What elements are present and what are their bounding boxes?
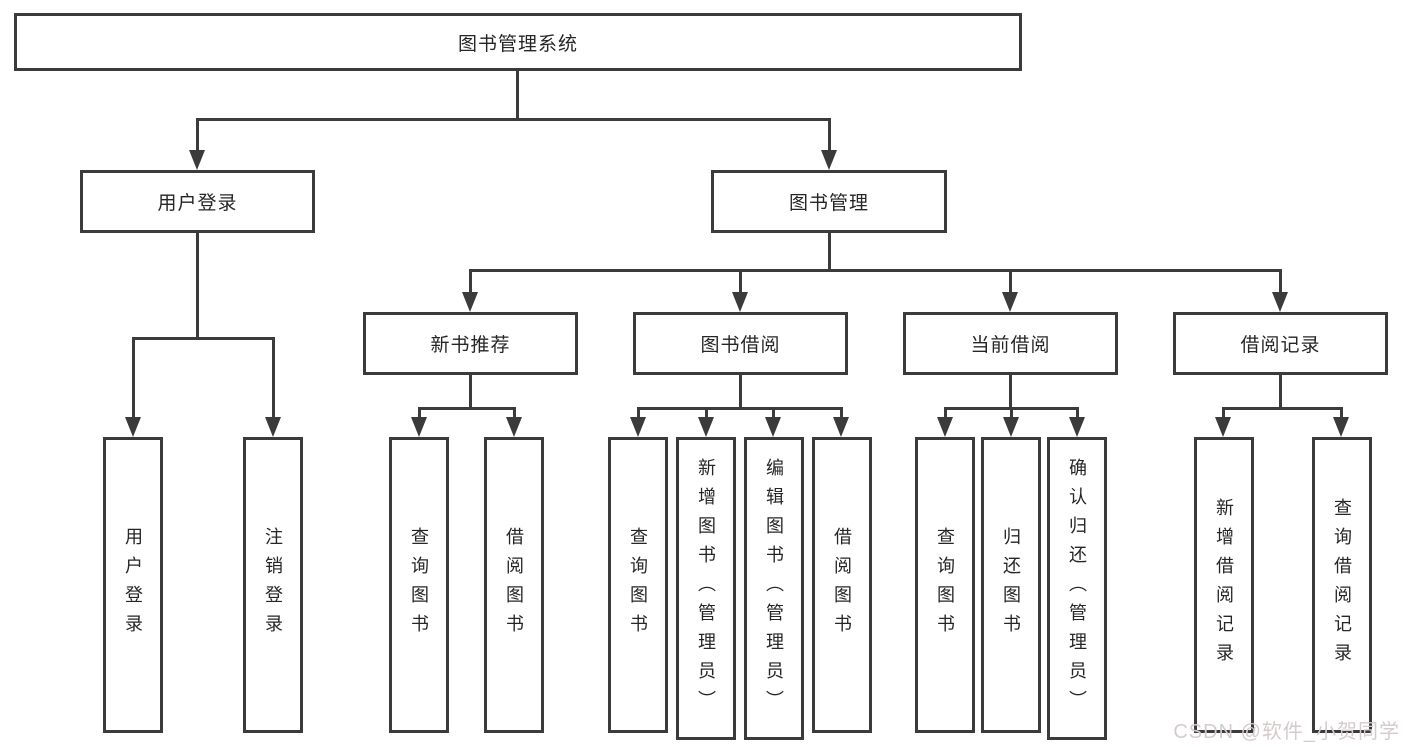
leaf-label: 借阅图书 — [504, 527, 524, 643]
connector-shaft — [469, 269, 472, 292]
connector-split — [132, 337, 275, 340]
arrow-down-icon — [189, 150, 205, 170]
node-label: 借阅记录 — [1240, 335, 1321, 356]
connector-root-stem — [516, 71, 519, 118]
connector-shaft — [1010, 407, 1013, 417]
connector-stem — [739, 375, 742, 407]
connector-root-split — [196, 118, 831, 121]
leaf-label: 借阅图书 — [832, 527, 852, 643]
connector-shaft — [840, 407, 843, 417]
connector-split — [1222, 407, 1342, 410]
leaf-edit-books-admin: 编辑图书（管理员） — [744, 437, 804, 740]
arrow-down-icon — [1333, 417, 1349, 437]
node-library-management-system: 图书管理系统 — [14, 13, 1022, 71]
connector-shaft — [944, 407, 947, 417]
leaf-label: 注销登录 — [263, 527, 283, 643]
leaf-user-login: 用户登录 — [103, 437, 163, 733]
leaf-label: 查询图书 — [409, 527, 429, 643]
arrow-down-icon — [937, 417, 953, 437]
connector-shaft — [1340, 407, 1343, 417]
node-label: 图书借阅 — [700, 335, 781, 356]
leaf-label: 查询图书 — [935, 527, 955, 643]
node-book-borrowing: 图书借阅 — [633, 312, 848, 375]
connector-shaft — [828, 118, 831, 151]
node-new-book-recommendation: 新书推荐 — [363, 312, 578, 375]
leaf-add-borrow-record: 新增借阅记录 — [1194, 437, 1254, 733]
arrow-down-icon — [1003, 417, 1019, 437]
arrow-down-icon — [411, 417, 427, 437]
leaf-label: 新增借阅记录 — [1214, 498, 1234, 672]
connector-shaft — [705, 407, 708, 417]
connector-stem — [1009, 375, 1012, 407]
connector-shaft — [513, 407, 516, 417]
leaf-label: 查询图书 — [628, 527, 648, 643]
arrow-down-icon — [265, 417, 281, 437]
connector-stem — [1279, 375, 1282, 407]
arrow-down-icon — [1002, 292, 1018, 312]
connector-shaft — [1009, 269, 1012, 292]
leaf-borrow-books-2: 借阅图书 — [812, 437, 872, 733]
node-label: 当前借阅 — [970, 335, 1051, 356]
leaf-logout: 注销登录 — [243, 437, 303, 733]
arrow-down-icon — [1069, 417, 1085, 437]
connector-shaft — [132, 337, 135, 417]
leaf-label: 归还图书 — [1001, 527, 1021, 643]
node-label: 图书管理 — [788, 193, 869, 214]
connector-shaft — [1222, 407, 1225, 417]
arrow-down-icon — [630, 417, 646, 437]
connector-split — [418, 407, 516, 410]
arrow-down-icon — [833, 417, 849, 437]
connector-split — [637, 407, 843, 410]
node-label: 新书推荐 — [430, 335, 511, 356]
leaf-label: 新增图书（管理员） — [696, 458, 716, 719]
node-book-management: 图书管理 — [711, 170, 947, 233]
leaf-label: 查询借阅记录 — [1332, 498, 1352, 672]
node-label: 用户登录 — [157, 193, 238, 214]
connector-shaft — [1076, 407, 1079, 417]
node-user-login: 用户登录 — [80, 170, 315, 233]
arrow-down-icon — [462, 292, 478, 312]
arrow-down-icon — [1215, 417, 1231, 437]
arrow-down-icon — [125, 417, 141, 437]
leaf-borrow-books-1: 借阅图书 — [484, 437, 544, 733]
node-current-borrowing: 当前借阅 — [903, 312, 1118, 375]
node-label: 图书管理系统 — [457, 33, 578, 55]
connector-shaft — [637, 407, 640, 417]
connector-shaft — [272, 337, 275, 417]
arrow-down-icon — [1272, 292, 1288, 312]
arrow-down-icon — [698, 417, 714, 437]
arrow-down-icon — [765, 417, 781, 437]
arrow-down-icon — [732, 292, 748, 312]
connector-split — [469, 269, 1282, 272]
connector-shaft — [196, 118, 199, 151]
leaf-query-books-3: 查询图书 — [915, 437, 975, 733]
leaf-return-books: 归还图书 — [981, 437, 1041, 733]
leaf-query-books-2: 查询图书 — [608, 437, 668, 733]
connector-stem — [828, 233, 831, 269]
connector-stem — [469, 375, 472, 407]
leaf-query-borrow-record: 查询借阅记录 — [1312, 437, 1372, 733]
node-borrowing-records: 借阅记录 — [1173, 312, 1388, 375]
leaf-confirm-return-admin: 确认归还（管理员） — [1047, 437, 1107, 740]
leaf-query-books-1: 查询图书 — [389, 437, 449, 733]
connector-shaft — [739, 269, 742, 292]
leaf-label: 确认归还（管理员） — [1067, 458, 1087, 719]
connector-shaft — [418, 407, 421, 417]
arrow-down-icon — [506, 417, 522, 437]
connector-stem — [196, 233, 199, 337]
leaf-label: 编辑图书（管理员） — [764, 458, 784, 719]
arrow-down-icon — [821, 150, 837, 170]
connector-shaft — [772, 407, 775, 417]
connector-shaft — [1279, 269, 1282, 292]
leaf-label: 用户登录 — [123, 527, 143, 643]
leaf-add-books-admin: 新增图书（管理员） — [676, 437, 736, 740]
